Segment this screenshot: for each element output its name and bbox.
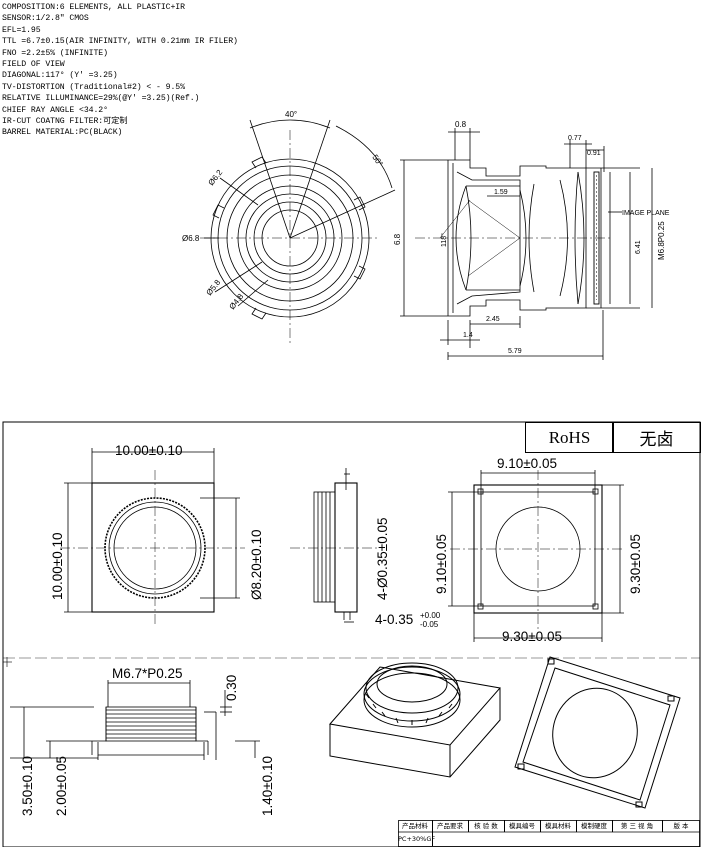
dim-077: 0.77	[568, 135, 582, 142]
holder-width-dim: 10.00±0.10	[115, 443, 182, 458]
spec-line: FNO =2.2±5% (INFINITE)	[2, 48, 108, 58]
pin-tol-plus: +0.00	[420, 611, 441, 620]
holder-isometric-bottom	[514, 656, 681, 809]
section-thread-dim: M6.7*P0.25	[112, 666, 183, 681]
rohs-badge: RoHS	[525, 422, 614, 453]
tb-version: 版 本	[673, 822, 689, 830]
spec-line: TV-DISTORTION (Traditional#2) < - 9.5%	[2, 82, 185, 92]
section-200-dim: 2.00±0.05	[54, 756, 69, 816]
angle-118: 118°	[440, 233, 448, 247]
dim-159: 1.59	[494, 189, 508, 196]
dim-579: 5.79	[508, 348, 522, 355]
holder-side-view	[290, 468, 380, 623]
tb-check-count: 核 验 数	[468, 820, 505, 832]
dim-68-vertical: 6.8	[393, 233, 402, 245]
spec-line: BARREL MATERIAL:PC(BLACK)	[2, 128, 123, 138]
dia-68-label: Ø6.8	[182, 234, 200, 243]
spec-line: RELATIVE ILLUMINANCE=29%(@Y' =3.25)(Ref.…	[2, 94, 200, 104]
spec-line: SENSOR:1/2.8" CMOS	[2, 14, 89, 24]
holder-isometric-top	[329, 662, 501, 778]
dim-14: 1.4	[463, 332, 473, 339]
holder-bore-dim: Ø8.20±0.10	[249, 530, 264, 600]
dim-245: 2.45	[486, 316, 500, 323]
pin-dia-dim: 4-Ø0.35±0.05	[375, 518, 390, 600]
tb-mold-no: 模具编号	[504, 820, 541, 832]
dia-58-label: Ø5.8	[204, 278, 222, 298]
dia-62-label: Ø6.2	[206, 168, 224, 188]
dim-091: 0.91	[587, 150, 601, 157]
holder-section-view	[10, 680, 260, 760]
lens-front-view	[200, 119, 396, 345]
spec-list: COMPOSITION:6 ELEMENTS, ALL PLASTIC+IR SE…	[2, 2, 302, 139]
spec-line: IR-CUT COATNG FILTER:可定制	[2, 117, 128, 127]
image-plane-label: IMAGE PLANE	[622, 210, 670, 217]
section-030-dim: 0.30	[224, 675, 239, 701]
spec-line: FIELD OF VIEW	[2, 60, 65, 70]
bottom-outer-height-dim: 9.30±0.05	[628, 534, 643, 594]
pin-tol-minus: -0.05	[420, 620, 439, 629]
spec-line: EFL=1.95	[2, 25, 41, 35]
tb-requirements: 产品要求	[432, 820, 469, 832]
holder-drawing-frame	[2, 421, 701, 847]
halogen-free-badge: 无卤	[612, 422, 701, 453]
tb-material: 产品材料	[398, 820, 433, 832]
spec-line: CHIEF RAY ANGLE <34.2°	[2, 105, 108, 115]
section-140-dim: 1.40±0.10	[260, 756, 275, 816]
tb-projection: 第 三 视 角	[612, 820, 663, 832]
compliance-badges: RoHS 无卤	[525, 422, 701, 453]
bottom-outer-width-dim: 9.30±0.05	[502, 629, 562, 644]
spec-line: DIAGONAL:117° (Y' =3.25)	[2, 71, 118, 81]
angle-40-label: 40°	[285, 110, 297, 119]
dim-641: 6.41	[635, 240, 642, 254]
tb-hardness: 模制硬度	[576, 820, 613, 832]
bottom-inner-height-dim: 9.10±0.05	[434, 534, 449, 594]
thread-m68: M6.8P0.25	[657, 221, 666, 260]
holder-top-view	[60, 448, 245, 625]
holder-height-dim: 10.00±0.10	[50, 533, 65, 600]
bottom-inner-width-dim: 9.10±0.05	[497, 456, 557, 471]
spec-line: COMPOSITION:6 ELEMENTS, ALL PLASTIC+IR	[2, 3, 185, 12]
holder-bottom-view	[448, 470, 625, 642]
tb-material-value: PC+30%GF	[398, 832, 435, 846]
title-block: 产品材料 产品要求 核 验 数 模具编号 模具材料 模制硬度 第 三 视 角 版…	[398, 820, 700, 847]
lens-side-section	[400, 128, 653, 360]
pin-length-dim: 4-0.35	[375, 612, 413, 627]
tb-mold-material: 模具材料	[540, 820, 577, 832]
spec-line: TTL =6.7±0.15(AIR INFINITY, WITH 0.21mm …	[2, 37, 238, 47]
angle-50-label: 50°	[370, 153, 384, 168]
section-total-height-dim: 3.50±0.10	[20, 756, 35, 816]
dim-08: 0.8	[455, 120, 467, 129]
